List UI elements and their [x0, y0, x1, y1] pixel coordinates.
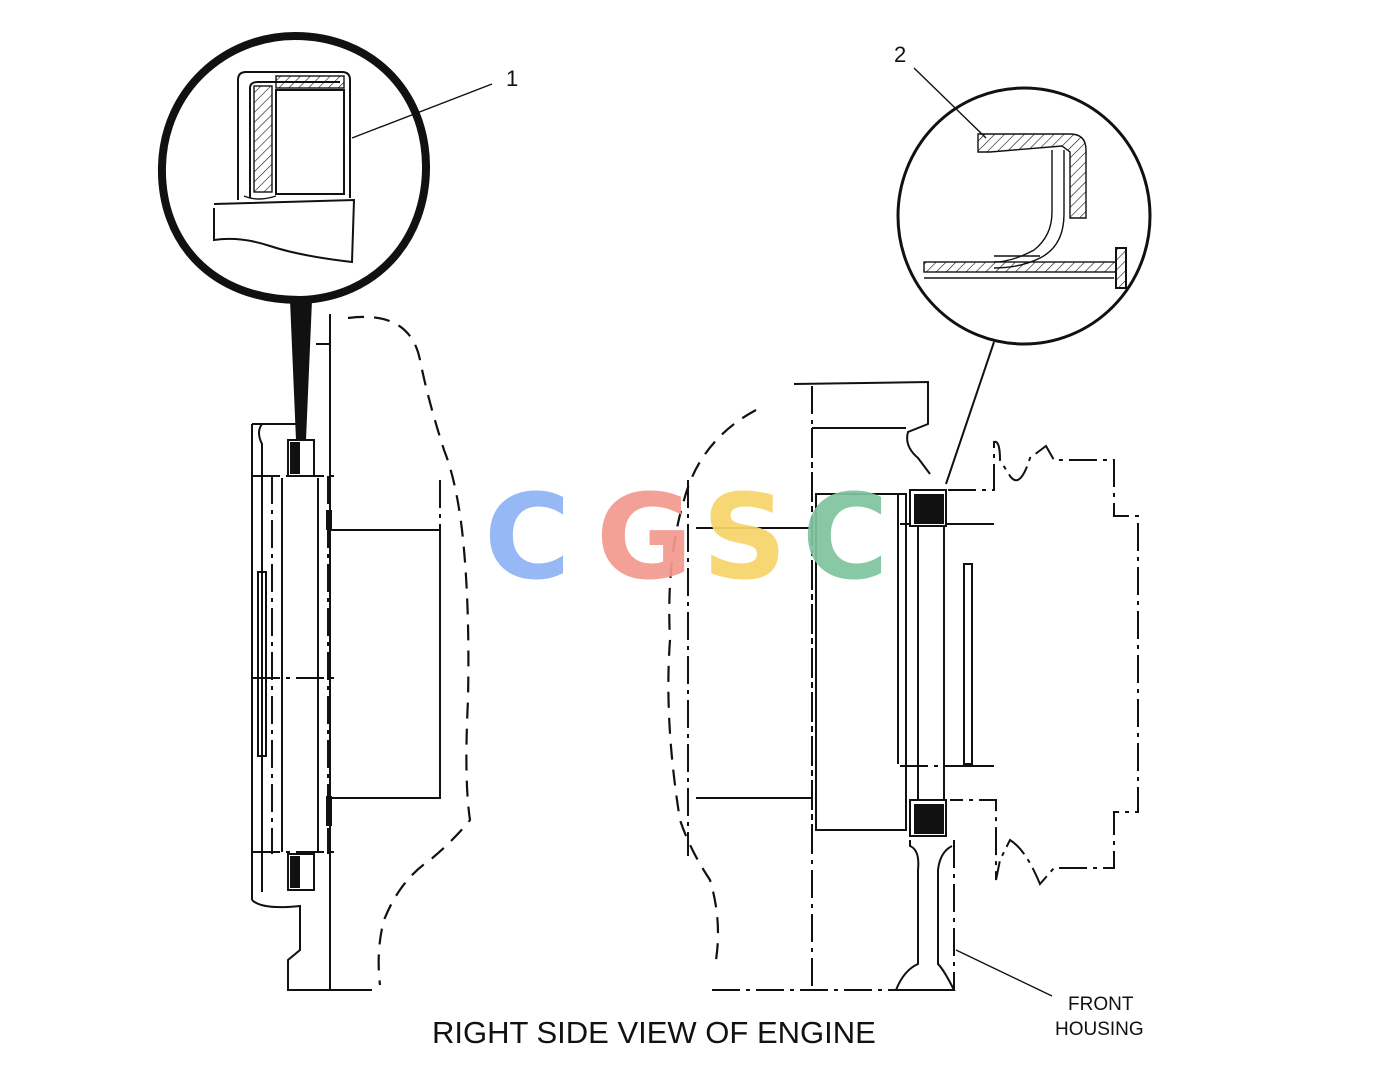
front-housing-label-line1: FRONT	[1068, 994, 1134, 1015]
left-magnifier-ring	[157, 31, 431, 305]
callout-1-leader	[351, 83, 493, 139]
seal-cross-section-icon-2	[923, 133, 1127, 289]
front-housing-label-line2: HOUSING	[1055, 1019, 1144, 1040]
right-detail-circle: 2	[894, 42, 1152, 485]
left-detail-circle: 1	[157, 31, 518, 440]
diagram-caption: RIGHT SIDE VIEW OF ENGINE	[432, 1015, 876, 1050]
watermark-letter-4: C	[802, 468, 889, 606]
right-engine-view: FRONT HOUSING	[667, 380, 1144, 1040]
callout-1-number: 1	[506, 66, 518, 91]
callout-2-leader	[913, 67, 987, 139]
left-engine-view	[251, 314, 472, 991]
right-magnifier-ring	[896, 86, 1152, 346]
seal-cross-section-icon	[213, 71, 356, 264]
watermark-letter-3: S	[702, 468, 787, 606]
cgsc-watermark: C G S C	[484, 468, 889, 606]
callout-2-number: 2	[894, 42, 906, 67]
watermark-letter-1: C	[484, 468, 571, 606]
left-magnifier-stem	[290, 300, 312, 440]
watermark-letter-2: G	[596, 468, 693, 606]
front-housing-leader	[955, 949, 1053, 997]
